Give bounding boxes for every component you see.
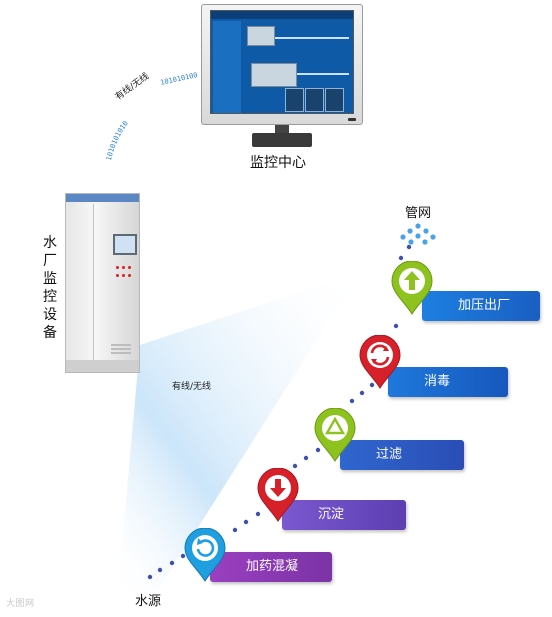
stage-bar-pressurize: 加压出厂 [422, 291, 540, 321]
pin-pressurize [390, 261, 434, 315]
water-source-label: 水源 [135, 594, 162, 609]
stage-bar-sediment: 沉淀 [282, 500, 406, 530]
stage-label: 过滤 [376, 447, 403, 462]
screen-panel [285, 88, 304, 112]
indicator-light [122, 274, 125, 277]
monitor-stand [275, 125, 289, 133]
monitor [201, 4, 363, 125]
arrow-down-icon [270, 479, 286, 497]
indicator-light [122, 266, 125, 269]
pin-sediment [256, 468, 300, 522]
indicator-light [116, 266, 119, 269]
monitor-screen [210, 10, 354, 114]
stage-label: 沉淀 [318, 507, 345, 522]
pin-coagulation [183, 528, 227, 582]
monitor-base [252, 133, 312, 147]
screen-panel [325, 88, 344, 112]
stage-label: 加药混凝 [246, 559, 299, 574]
cabinet-vent [111, 344, 131, 346]
pipe-network-label: 管网 [405, 206, 432, 221]
pin-filter [313, 408, 357, 462]
screen-pipe [275, 37, 349, 39]
binary-signal-arc: 010101010101010 [102, 119, 130, 160]
screen-sidebar [213, 21, 241, 113]
indicator-light [128, 266, 131, 269]
cabinet-vent [111, 348, 131, 350]
cabinet-base [66, 360, 139, 372]
control-cabinet [65, 193, 140, 373]
stage-bar-filter: 过滤 [340, 440, 464, 470]
cabinet-top [66, 194, 139, 202]
recycle-triangle-icon [324, 416, 346, 435]
stage-bar-disinfect: 消毒 [388, 367, 508, 397]
watermark: 大图网 [6, 599, 35, 609]
cabinet-door [93, 204, 138, 370]
stage-bar-coagulation: 加药混凝 [210, 552, 332, 582]
arrow-up-icon [404, 271, 420, 290]
cabinet-screen [113, 234, 137, 255]
cabinet-vent [111, 352, 131, 354]
wired-wireless-label: 有线/无线 [172, 382, 212, 392]
plant-equipment-label: 水 厂 监 控 设 备 [43, 235, 57, 341]
stage-label: 消毒 [424, 374, 451, 389]
screen-panel [305, 88, 324, 112]
water-drops-icon [400, 223, 436, 245]
stage-label: 加压出厂 [458, 298, 511, 313]
indicator-light [116, 274, 119, 277]
pin-disinfect [358, 335, 402, 389]
monitor-led [348, 118, 356, 121]
screen-tank [247, 26, 275, 46]
monitoring-center-label: 监控中心 [250, 155, 306, 171]
screen-title-bar [211, 11, 353, 19]
indicator-light [128, 274, 131, 277]
refresh-icon [196, 539, 215, 557]
screen-pool [251, 63, 297, 87]
screen-pipe [297, 73, 349, 75]
